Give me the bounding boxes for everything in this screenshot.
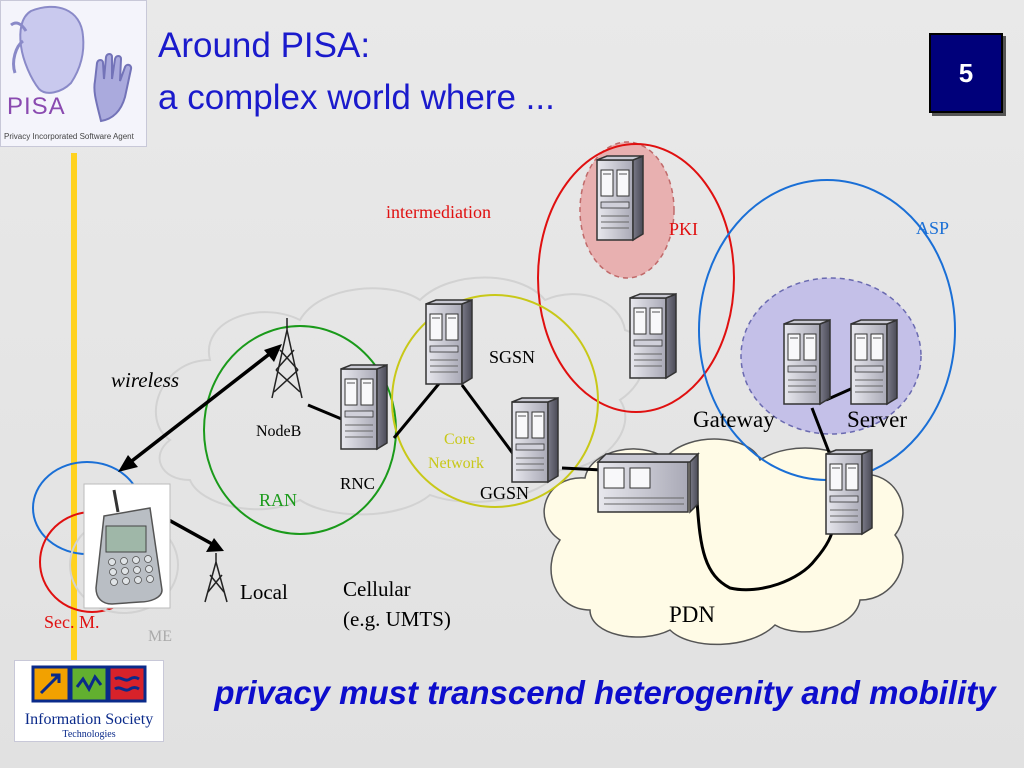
nodeb-rnc-link: [307, 403, 345, 422]
intermediation-server-icon: [629, 293, 677, 379]
server-server-icon: [850, 319, 898, 405]
rnc-label: RNC: [340, 474, 375, 493]
intermediation-label: intermediation: [386, 202, 491, 222]
gateway-server-icon: [783, 319, 831, 405]
ist-logo: Information Society Technologies: [14, 660, 164, 742]
rnc-server-icon: [340, 364, 388, 450]
sgsn-ggsn-link: [460, 384, 516, 456]
ggsn-server-icon: [511, 397, 559, 483]
pisa-logo-artwork: [10, 6, 133, 123]
title-line-2: a complex world where ...: [158, 78, 555, 117]
pisa-logo-tagline: Privacy Incorporated Software Agent: [4, 132, 134, 141]
nodeb-antenna-icon: [271, 318, 303, 399]
local-antenna-icon: [204, 553, 228, 603]
cellular-label-1: Cellular: [343, 577, 411, 601]
wireless-arrow: [118, 344, 282, 472]
sec-m-label: Sec. M.: [44, 612, 100, 632]
gateway-label: Gateway: [693, 407, 775, 432]
asp-label: ASP: [916, 218, 950, 238]
nodeb-label: NodeB: [256, 423, 302, 440]
cellular-label-2: (e.g. UMTS): [343, 607, 451, 631]
ist-logo-line-2: Technologies: [62, 729, 116, 740]
router-server-pdn-link: [695, 499, 836, 592]
me-label: ME: [148, 628, 172, 645]
server-label: Server: [847, 407, 908, 432]
pki-label: PKI: [669, 219, 699, 239]
vertical-accent-bar: [71, 153, 77, 673]
core-network-label-1: Core: [444, 431, 476, 448]
sgsn-label: SGSN: [489, 347, 536, 367]
pisa-wordmark: PISA: [7, 93, 66, 120]
ggsn-label: GGSN: [480, 483, 530, 503]
router-icon: [596, 452, 700, 514]
ran-label: RAN: [259, 490, 298, 510]
gateway-server-link: [810, 407, 834, 461]
ist-logo-line-1: Information Society: [24, 711, 154, 728]
pdn-label: PDN: [669, 602, 716, 627]
rnc-sgsn-link: [392, 379, 444, 439]
title-line-1: Around PISA:: [158, 26, 371, 65]
mobile-phone-icon: [83, 483, 171, 609]
ist-logo-artwork: [31, 665, 147, 703]
core-network-ellipse: [391, 294, 599, 508]
wireless-label: wireless: [111, 368, 180, 392]
sgsn-server-icon: [425, 299, 473, 385]
intermediation-ellipse: [537, 143, 735, 413]
slide-tagline: privacy must transcend heterogenity and …: [214, 674, 996, 711]
pisa-logo: PISA Privacy Incorporated Software Agent: [0, 0, 147, 147]
pki-server-icon: [596, 155, 644, 241]
local-label: Local: [240, 580, 288, 604]
core-network-label-2: Network: [428, 455, 484, 472]
slide-number: 5: [929, 33, 1003, 113]
pdn-server-icon: [825, 449, 873, 535]
ggsn-router-link: [561, 466, 603, 472]
